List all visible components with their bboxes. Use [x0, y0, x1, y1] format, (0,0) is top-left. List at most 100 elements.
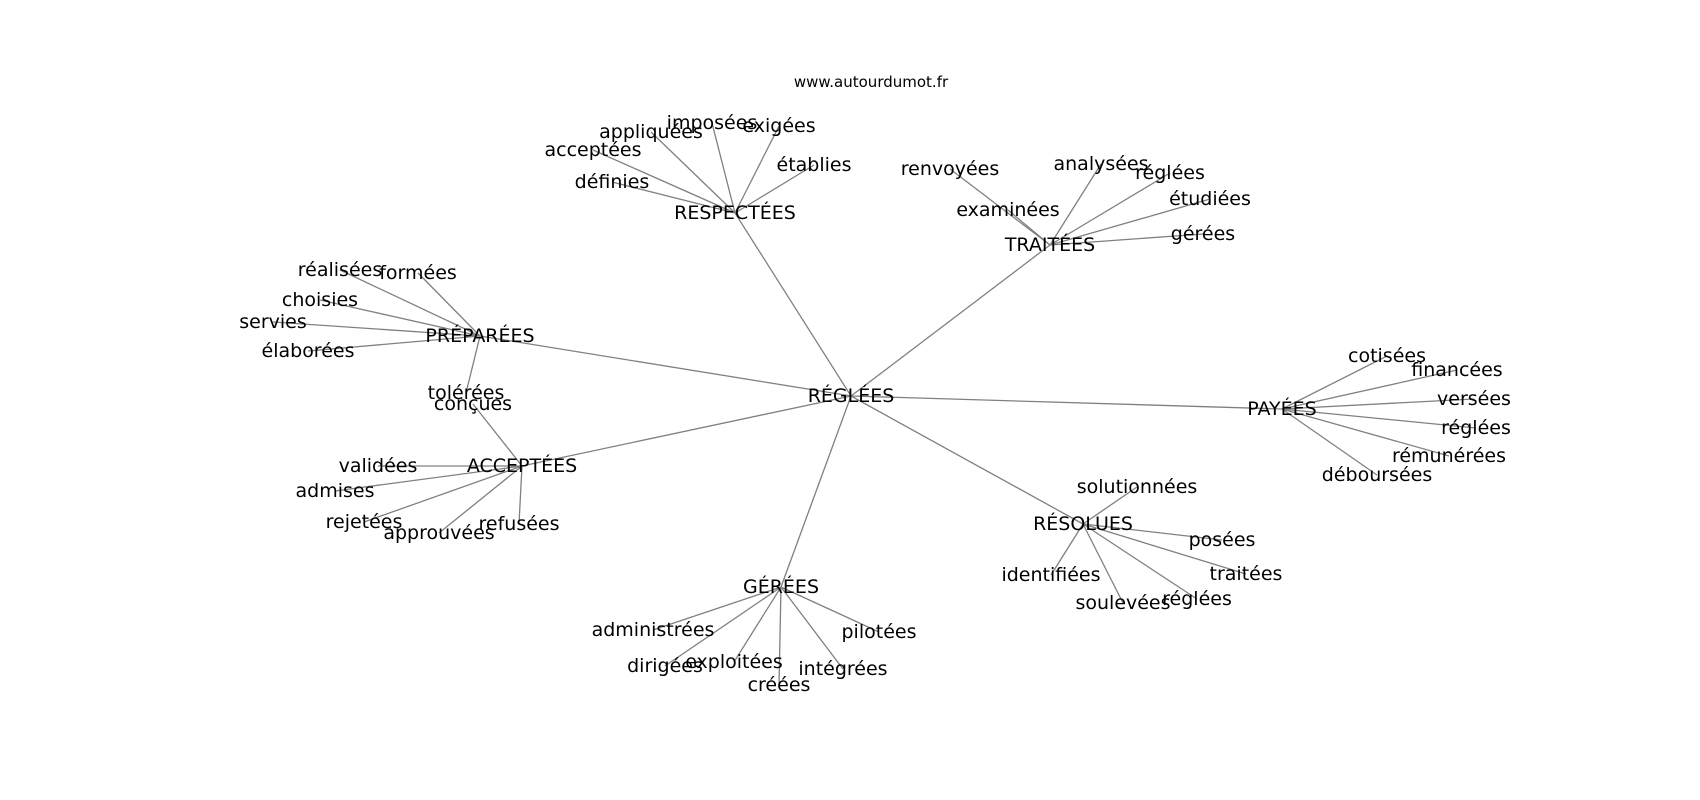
hub-leaf-edge: [465, 335, 481, 394]
leaf-node-label: soulevées: [1075, 592, 1170, 614]
hub-leaf-edge: [778, 586, 782, 686]
leaf-node-label: réglées: [1162, 588, 1232, 610]
hub-node-label: RÉSOLUES: [1033, 512, 1133, 535]
center-hub-edge: [850, 395, 1283, 410]
leaf-node-label: intégrées: [798, 658, 887, 680]
hub-leaf-edge: [1049, 198, 1211, 246]
leaf-node-label: analysées: [1053, 153, 1148, 175]
leaf-node-label: validées: [339, 455, 418, 477]
leaf-node-label: choisies: [282, 289, 358, 311]
leaf-node-label: financées: [1411, 359, 1502, 381]
leaf-node-label: établies: [777, 154, 852, 176]
leaf-node-label: créées: [748, 674, 811, 696]
leaf-node-label: réalisées: [298, 259, 382, 281]
leaf-node-label: réglées: [1135, 162, 1205, 184]
hub-leaf-edge: [1281, 408, 1450, 457]
leaf-node-label: versées: [1437, 388, 1511, 410]
leaf-node-label: réglées: [1441, 417, 1511, 439]
center-hub-edge: [850, 244, 1051, 397]
leaf-node-label: acceptées: [544, 139, 641, 161]
hub-leaf-edge: [472, 403, 523, 467]
leaf-node-label: élaborées: [262, 340, 355, 362]
hub-leaf-edge: [1281, 369, 1458, 410]
hub-leaf-edge: [1281, 355, 1388, 410]
leaf-node-label: pilotées: [842, 621, 917, 643]
hub-leaf-edge: [438, 465, 523, 534]
leaf-node-label: définies: [575, 171, 650, 193]
hub-leaf-edge: [518, 465, 523, 525]
hub-labels: RESPECTÉES TRAITÉES PRÉPARÉES PAYÉES ACCEPTÉ…: [425, 201, 1316, 598]
hub-leaf-edge: [1082, 523, 1223, 541]
leaf-node-label: exploitées: [685, 651, 783, 673]
center-hub-edge: [521, 395, 852, 467]
center-hub-edge: [850, 395, 1084, 525]
hub-leaf-edge: [334, 465, 523, 492]
hub-node-label: TRAITÉES: [1004, 233, 1095, 256]
hub-leaf-edge: [650, 131, 736, 214]
leaf-node-label: examinées: [956, 199, 1059, 221]
leaf-node-label: étudiées: [1169, 188, 1251, 210]
hub-leaf-edge: [1082, 523, 1247, 575]
leaf-node-label: exigées: [742, 115, 815, 137]
center-hub-edge: [479, 335, 852, 397]
hub-node-label: GÉRÉES: [743, 575, 819, 598]
leaf-node-label: formées: [379, 262, 457, 284]
leaf-node-label: servies: [239, 311, 307, 333]
center-hub-edge: [780, 395, 852, 588]
leaf-node-label: dirigées: [627, 655, 703, 677]
hub-leaf-edge: [417, 272, 481, 337]
leaf-node-label: identifiées: [1001, 564, 1100, 586]
hub-leaf-edge: [711, 122, 736, 214]
leaf-node-label: renvoyées: [901, 158, 1000, 180]
hub-leaf-edge: [734, 125, 780, 214]
hub-leaf-edge: [733, 586, 782, 663]
hub-leaf-edge: [1049, 163, 1102, 246]
center-hub-edge: [734, 212, 852, 397]
leaf-node-label: approuvées: [383, 522, 494, 544]
hub-leaf-edge: [780, 586, 880, 633]
hub-leaf-edge: [1082, 523, 1124, 604]
hub-leaf-edge: [1049, 172, 1171, 246]
hub-leaf-edge: [1082, 523, 1198, 600]
leaf-node-label: administrées: [592, 619, 715, 641]
graph-edges: [272, 122, 1477, 686]
hub-leaf-edge: [272, 321, 481, 337]
leaf-node-label: appliquées: [599, 121, 703, 143]
leaf-node-label: solutionnées: [1077, 476, 1198, 498]
hub-leaf-edge: [1082, 486, 1138, 525]
hub-leaf-edge: [339, 269, 481, 337]
hub-leaf-edge: [1281, 408, 1477, 429]
leaf-node-label: rémunérées: [1392, 445, 1506, 467]
leaf-node-label: imposées: [667, 112, 758, 134]
leaf-node-label: posées: [1189, 529, 1256, 551]
hub-leaf-edge: [611, 181, 736, 214]
hub-leaf-edge: [363, 465, 523, 523]
hub-node-label: RESPECTÉES: [674, 201, 796, 224]
leaf-node-label: conçues: [434, 393, 512, 415]
hub-leaf-edge: [949, 168, 1051, 246]
hub-leaf-edge: [1007, 209, 1051, 246]
leaf-node-label: rejetées: [326, 511, 403, 533]
leaf-node-label: gérées: [1171, 223, 1235, 245]
leaf-node-label: déboursées: [1322, 464, 1432, 486]
leaf-node-label: traitées: [1210, 563, 1283, 585]
hub-leaf-edge: [1281, 398, 1475, 410]
hub-leaf-edge: [1049, 233, 1204, 246]
hub-leaf-edge: [319, 299, 481, 337]
hub-leaf-edge: [1050, 523, 1084, 576]
leaf-node-label: cotisées: [1348, 345, 1426, 367]
hub-leaf-edge: [307, 335, 481, 352]
leaf-node-label: refusées: [479, 513, 560, 535]
hub-node-label: ACCEPTÉES: [467, 454, 577, 477]
hub-leaf-edge: [592, 149, 736, 214]
leaf-node-label: admises: [296, 480, 375, 502]
center-node-label: RÉGLÉES: [808, 384, 895, 407]
site-title: www.autourdumot.fr: [794, 73, 949, 91]
hub-node-label: PRÉPARÉES: [425, 324, 534, 347]
hub-leaf-edge: [1281, 408, 1378, 476]
leaf-node-label: tolérées: [428, 382, 505, 404]
hub-node-label: PAYÉES: [1247, 397, 1316, 420]
hub-leaf-edge: [734, 164, 815, 214]
